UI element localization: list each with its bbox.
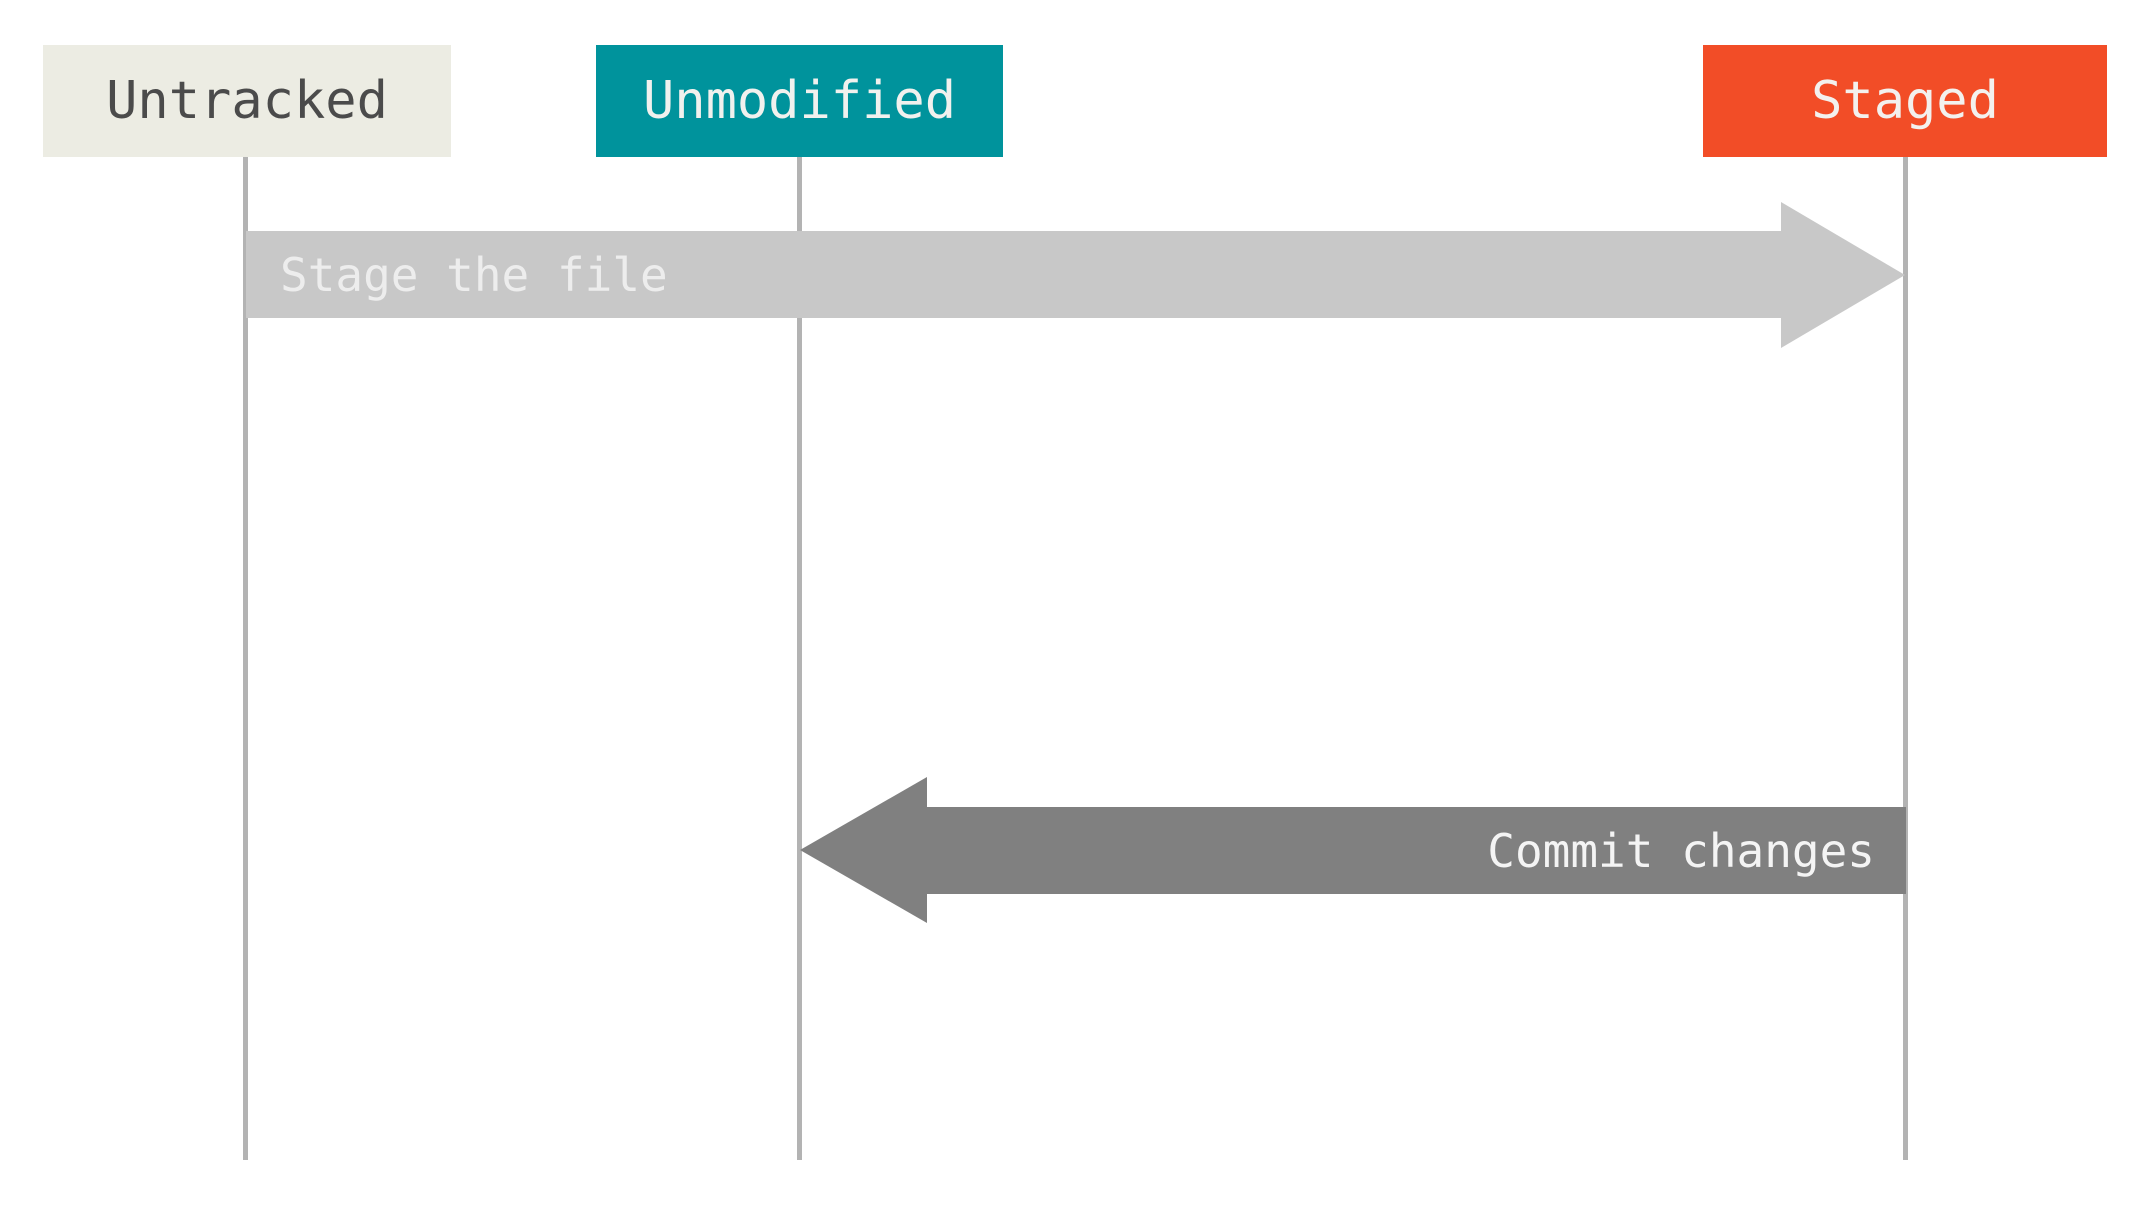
state-box-untracked: Untracked [43, 45, 451, 157]
state-box-staged: Staged [1703, 45, 2107, 157]
lifeline-unmodified [797, 157, 802, 1160]
state-box-unmodified: Unmodified [596, 45, 1003, 157]
state-label-staged: Staged [1811, 71, 1999, 131]
lifeline-staged [1903, 157, 1908, 1160]
state-label-unmodified: Unmodified [642, 71, 957, 131]
state-label-untracked: Untracked [106, 71, 388, 131]
stage-the-file-arrow-shaft: Stage the file [246, 231, 1781, 318]
commit-changes-arrow-label: Commit changes [1487, 823, 1875, 878]
commit-changes-arrow-shaft: Commit changes [927, 807, 1906, 894]
stage-the-file-arrow-label: Stage the file [280, 247, 668, 302]
stage-the-file-arrow-head [1781, 202, 1905, 348]
commit-changes-arrow-head [800, 777, 927, 923]
lifeline-untracked [243, 157, 248, 1160]
